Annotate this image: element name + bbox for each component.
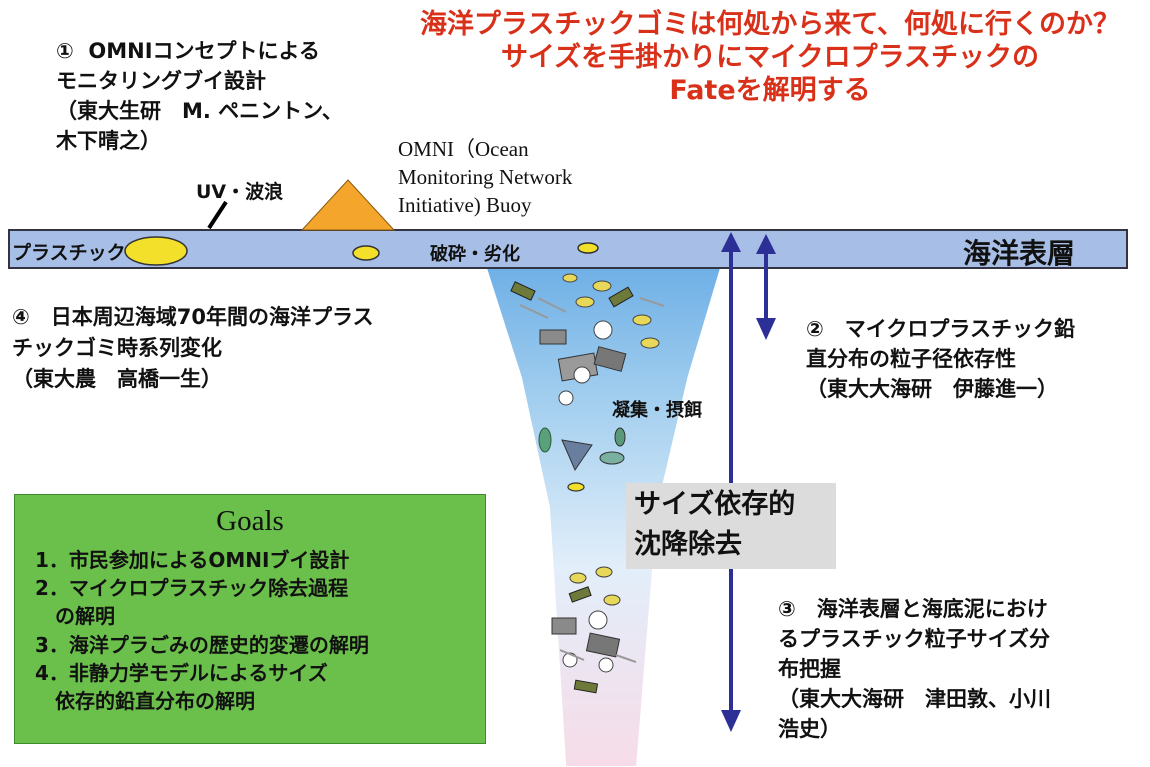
section-3-text: ③ 海洋表層と海底泥におけ るプラスチック粒子サイズ分 布把握 （東大大海研 津… [778, 594, 1051, 744]
goal-item-2-cont: の解明 [35, 604, 115, 628]
section-2-line-2: 直分布の粒子径依存性 [806, 347, 1016, 371]
surface-layer-label: 海洋表層 [963, 237, 1076, 270]
section-2-line-1: ② マイクロプラスチック鉛 [806, 317, 1075, 341]
title-line-1: 海洋プラスチックゴミは何処から来て、何処に行くのか？ [419, 9, 1121, 40]
sinking-removal-label: サイズ依存的 沈降除去 [634, 485, 795, 565]
goals-title: Goals [216, 505, 284, 537]
uv-arrow-icon [207, 200, 228, 230]
goal-item-2: 2．マイクロプラスチック除去過程 [35, 576, 349, 600]
fragmentation-label: 破砕・劣化 [430, 244, 520, 265]
section-1-line-4: 木下晴之） [56, 129, 161, 153]
goal-item-3: 3．海洋プラごみの歴史的変遷の解明 [35, 633, 369, 657]
goals-box: Goals 1．市民参加によるOMNIブイ設計 2．マイクロプラスチック除去過程… [14, 494, 486, 744]
section-4-line-3: （東大農 高橋一生） [12, 367, 222, 391]
title-line-3: Fateを解明する [669, 75, 871, 106]
buoy-label: OMNI（Ocean Monitoring Network Initiative… [398, 135, 572, 219]
section-1-line-1: OMNIコンセプトによる [88, 39, 320, 63]
plankton-fish-icon [538, 427, 626, 472]
sinking-removal-box [626, 483, 836, 569]
sinking-arrow-icon [721, 232, 741, 732]
buoy-label-line-1: OMNI（Ocean [398, 137, 529, 161]
section-3-line-2: るプラスチック粒子サイズ分 [778, 627, 1050, 651]
goal-item-1: 1．市民参加によるOMNIブイ設計 [35, 548, 350, 572]
plastic-particle-icon [124, 236, 188, 266]
section-3-line-5: 浩史） [778, 717, 841, 741]
aggregate-cluster-lower-icon [551, 566, 637, 694]
sinking-particle-icon [567, 482, 585, 492]
section-3-line-1: ③ 海洋表層と海底泥におけ [778, 597, 1048, 621]
small-particle-icon [352, 245, 380, 261]
buoy-label-line-3: Initiative) Buoy [398, 193, 532, 217]
ocean-surface-layer [8, 229, 1128, 269]
section-4-line-1: ④ 日本周辺海域70年間の海洋プラス [12, 305, 374, 329]
aggregate-cluster-upper-icon [510, 273, 665, 406]
buoy-label-line-2: Monitoring Network [398, 165, 573, 189]
section-2-line-3: （東大大海研 伊藤進一） [806, 377, 1058, 401]
goal-item-4: 4．非静力学モデルによるサイズ [35, 661, 328, 685]
section-1-text: ① OMNIコンセプトによる モニタリングブイ設計 （東大生研 M. ペニントン… [56, 36, 343, 156]
main-title: 海洋プラスチックゴミは何処から来て、何処に行くのか？ サイズを手掛かりにマイクロ… [400, 8, 1140, 107]
buoy-icon [300, 179, 396, 231]
plastic-label: プラスチック [12, 242, 126, 264]
small-particle-icon [577, 242, 599, 254]
title-line-2: サイズを手掛かりにマイクロプラスチックの [500, 42, 1040, 73]
section-2-text: ② マイクロプラスチック鉛 直分布の粒子径依存性 （東大大海研 伊藤進一） [806, 314, 1075, 404]
section-3-line-3: 布把握 [778, 657, 841, 681]
aggregation-feeding-label: 凝集・摂餌 [612, 400, 702, 421]
vertical-distribution-arrow-icon [756, 234, 776, 340]
section-3-line-4: （東大大海研 津田敦、小川 [778, 687, 1051, 711]
sinking-removal-line-1: サイズ依存的 [634, 489, 796, 520]
section-4-text: ④ 日本周辺海域70年間の海洋プラス チックゴミ時系列変化 （東大農 高橋一生） [12, 302, 374, 395]
section-1-line-2: モニタリングブイ設計 [56, 69, 266, 93]
section-1-line-3: （東大生研 M. ペニントン、 [56, 99, 343, 123]
section-1-number: ① [56, 39, 74, 63]
uv-wave-label: UV・波浪 [196, 181, 284, 203]
section-4-line-2: チックゴミ時系列変化 [12, 336, 222, 360]
sinking-removal-line-2: 沈降除去 [634, 529, 742, 560]
goal-item-4-cont: 依存的鉛直分布の解明 [35, 689, 255, 713]
